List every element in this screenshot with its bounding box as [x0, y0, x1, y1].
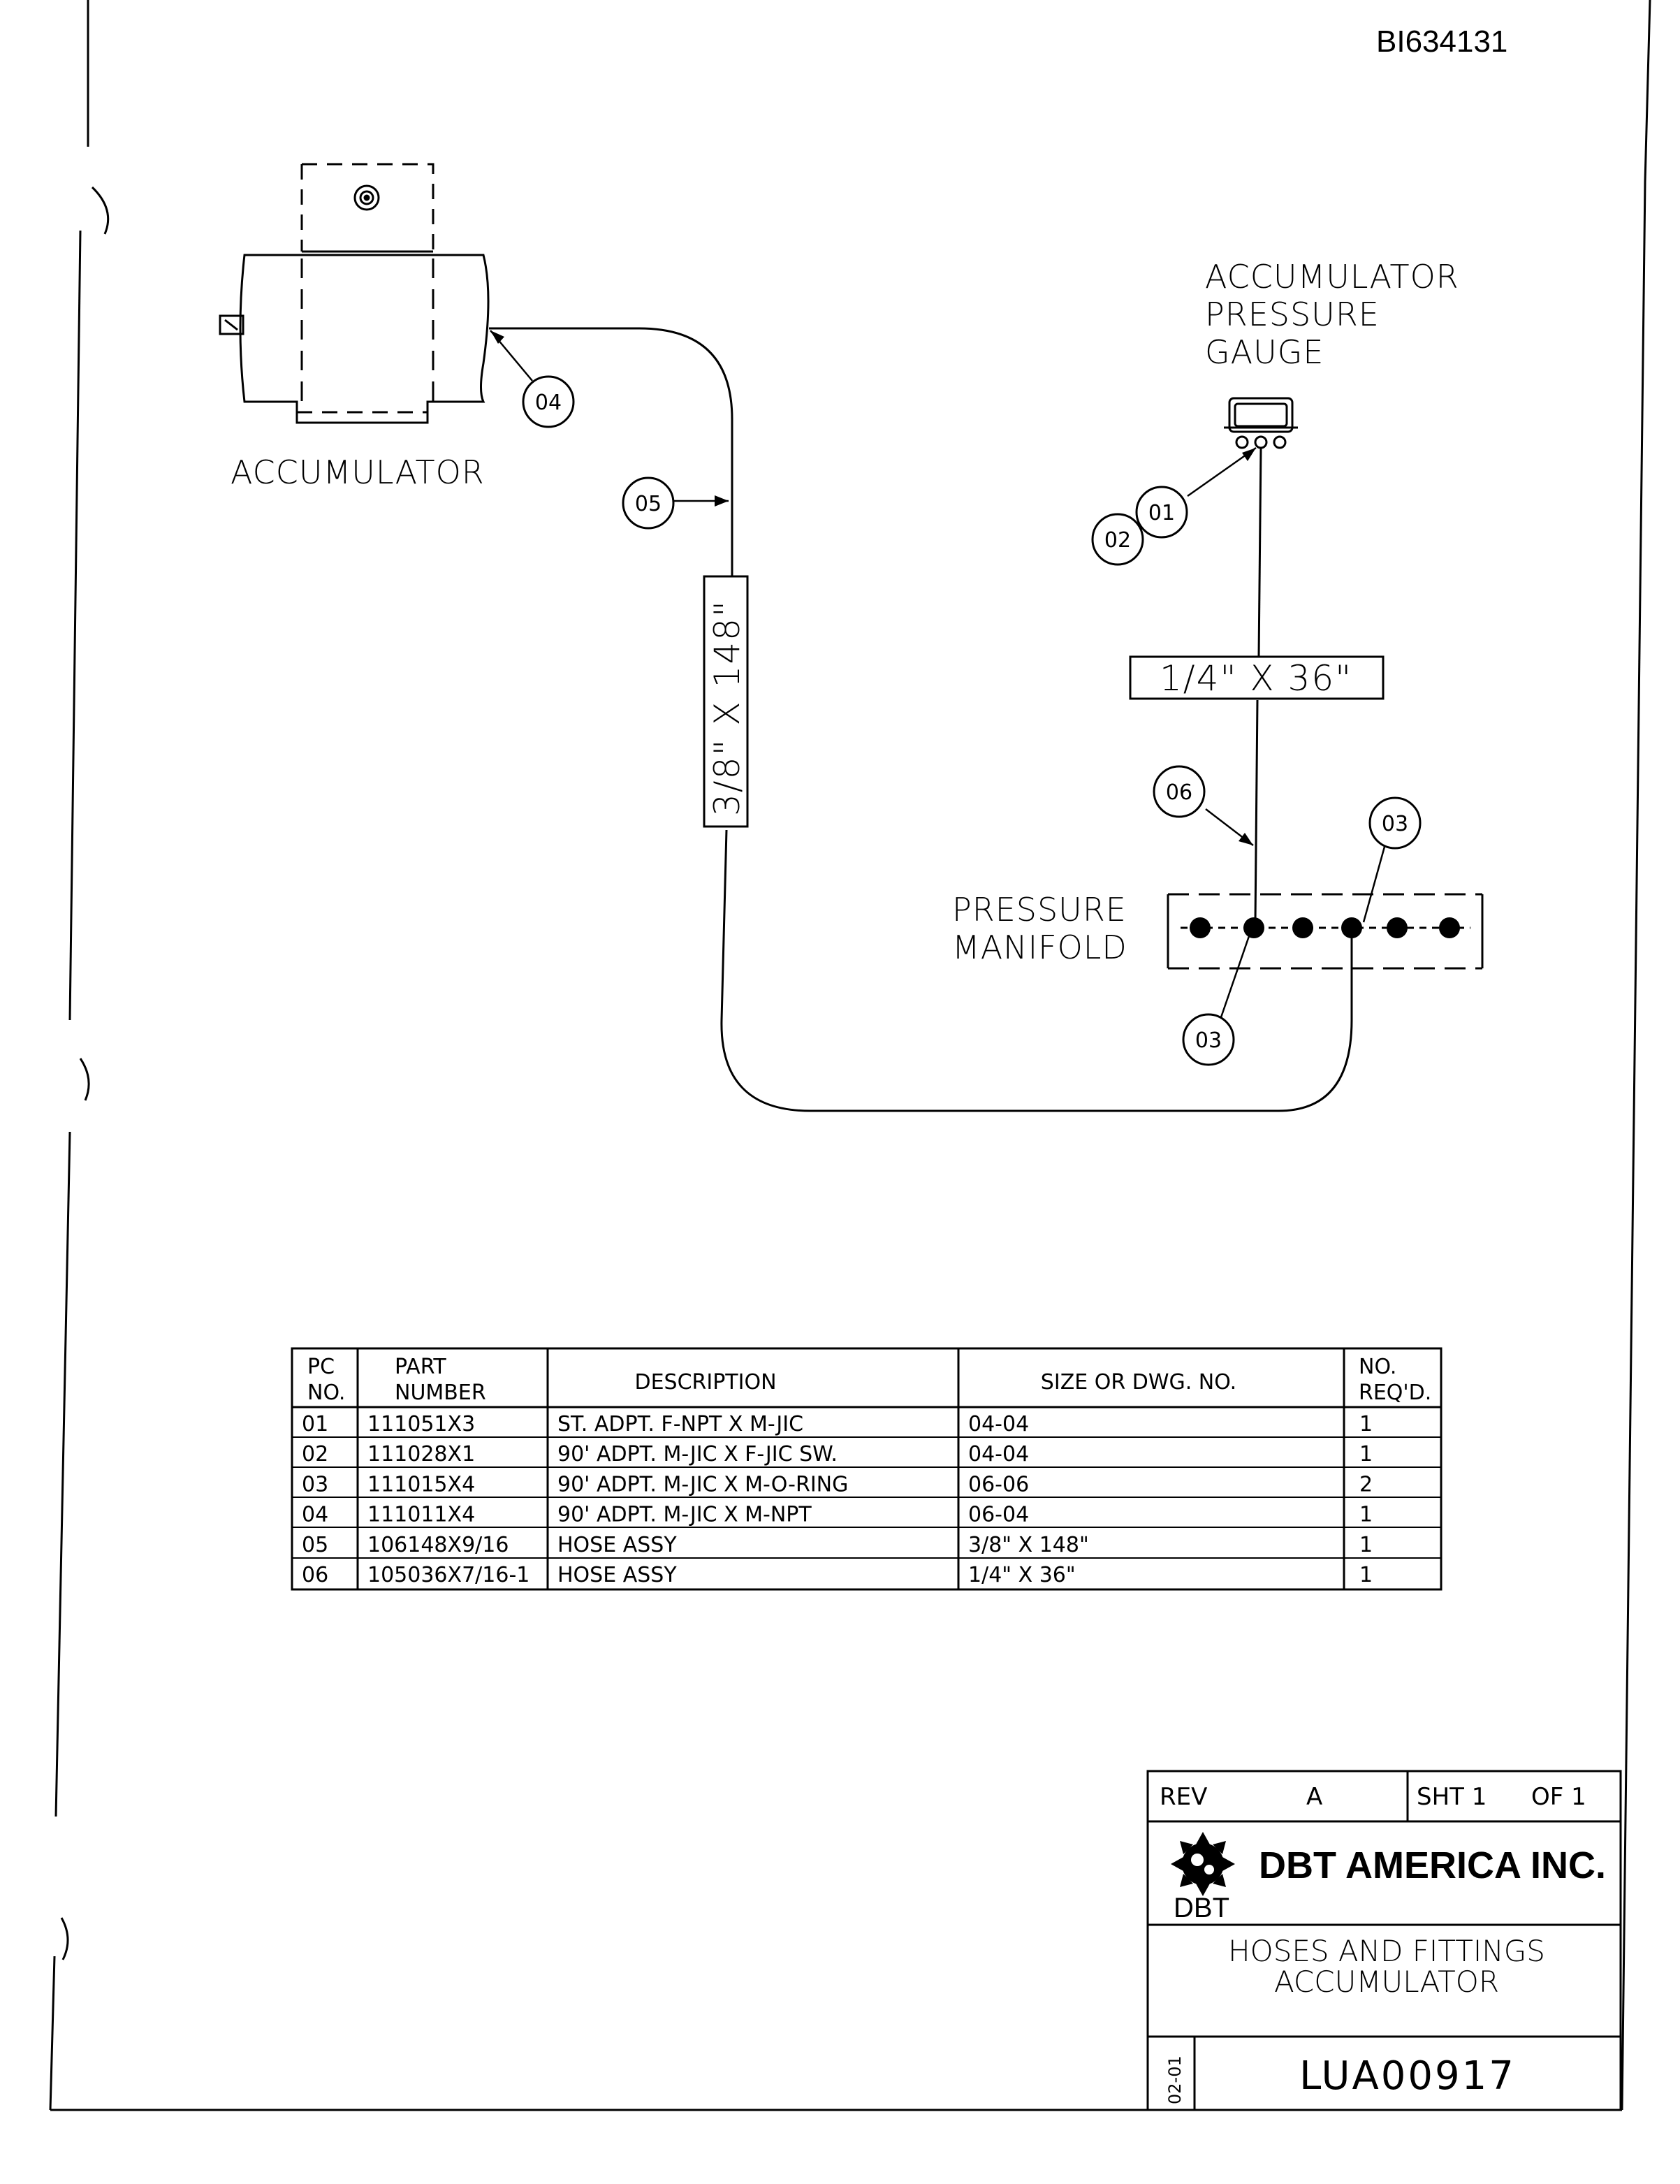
- table-row: 01 111051X3 ST. ADPT. F-NPT X M-JIC 04-04 1: [302, 1412, 1373, 1436]
- logo-text: DBT: [1174, 1893, 1229, 1923]
- company-name: DBT AMERICA INC.: [1259, 1844, 1606, 1886]
- header-part: PART: [395, 1355, 446, 1379]
- cell-description: ST. ADPT. F-NPT X M-JIC: [557, 1412, 803, 1436]
- header-pc: PC: [307, 1355, 335, 1379]
- cell-pc: 01: [302, 1412, 328, 1436]
- main-hose-size-tag: 3/8" X 148": [703, 575, 749, 828]
- rev-value: A: [1306, 1783, 1322, 1811]
- svg-text:03: 03: [1195, 1028, 1222, 1053]
- cell-part: 106148X9/16: [367, 1533, 509, 1557]
- table-row: 04 111011X4 90' ADPT. M-JIC X M-NPT 06-04 1: [302, 1503, 1373, 1527]
- cell-pc: 03: [302, 1472, 328, 1497]
- title-line-2: ACCUMULATOR: [1274, 1965, 1499, 1999]
- cell-description: 90' ADPT. M-JIC X M-O-RING: [557, 1472, 848, 1497]
- cell-description: HOSE ASSY: [557, 1533, 677, 1557]
- header-description: DESCRIPTION: [634, 1370, 776, 1395]
- cell-qty: 1: [1359, 1533, 1373, 1557]
- cell-part: 105036X7/16-1: [367, 1563, 529, 1587]
- svg-text:03: 03: [1382, 812, 1408, 836]
- title-line-1: HOSES AND FITTINGS: [1228, 1934, 1545, 1968]
- title-block: REV A SHT 1 OF 1 DBT DBT AMERICA INC. HO…: [1146, 1770, 1622, 2111]
- accumulator-label: ACCUMULATOR: [231, 453, 485, 491]
- cell-qty: 2: [1359, 1472, 1373, 1497]
- cell-qty: 1: [1359, 1442, 1373, 1466]
- dbt-logo-icon: [1171, 1832, 1235, 1896]
- cell-size: 04-04: [968, 1442, 1029, 1466]
- parts-table: PC NO. PART NUMBER DESCRIPTION SIZE OR D…: [291, 1347, 1442, 1591]
- rev-label: REV: [1160, 1783, 1207, 1811]
- gauge-label-line-3: GAUGE: [1205, 333, 1324, 371]
- cell-pc: 04: [302, 1503, 328, 1527]
- cell-size: 06-04: [968, 1503, 1029, 1527]
- header-no: NO.: [1359, 1355, 1396, 1379]
- leader-arrowheads: [490, 330, 1256, 845]
- header-part-number: NUMBER: [395, 1381, 486, 1405]
- gauge-hose-size-text: 1/4" X 36": [1160, 658, 1352, 699]
- cell-qty: 1: [1359, 1563, 1373, 1587]
- cell-part: 111015X4: [367, 1472, 475, 1497]
- accumulator-symbol: [219, 163, 490, 424]
- header-reqd: REQ'D.: [1359, 1381, 1431, 1405]
- cell-size: 04-04: [968, 1412, 1029, 1436]
- balloon-06: 06: [1153, 765, 1206, 818]
- gauge-label-line-2: PRESSURE: [1205, 296, 1380, 333]
- table-row: 02 111028X1 90' ADPT. M-JIC X F-JIC SW. 04-…: [302, 1442, 1373, 1466]
- svg-text:06: 06: [1166, 780, 1192, 805]
- cell-pc: 05: [302, 1533, 328, 1557]
- pressure-gauge-symbol: [1224, 397, 1298, 449]
- cell-pc: 06: [302, 1563, 328, 1587]
- svg-text:04: 04: [535, 391, 562, 415]
- cell-description: 90' ADPT. M-JIC X F-JIC SW.: [557, 1442, 838, 1466]
- cell-description: 90' ADPT. M-JIC X M-NPT: [557, 1503, 812, 1527]
- cell-size: 3/8" X 148": [968, 1533, 1089, 1557]
- balloon-05: 05: [622, 476, 675, 530]
- header-pc-no: NO.: [307, 1381, 345, 1405]
- gauge-label-line-1: ACCUMULATOR: [1205, 258, 1459, 296]
- manifold-ports: [1190, 917, 1460, 938]
- cell-qty: 1: [1359, 1412, 1373, 1436]
- manifold-label-line-2: MANIFOLD: [952, 929, 1127, 966]
- pressure-manifold-symbol: [1167, 893, 1484, 970]
- balloon-01: 01: [1135, 486, 1188, 539]
- balloon-04: 04: [522, 375, 575, 428]
- main-hose-size-text: 3/8" X 148": [707, 599, 747, 816]
- cell-part: 111028X1: [367, 1442, 475, 1466]
- drawing-number: LUA00917: [1299, 2053, 1516, 2099]
- document-id: BI634131: [1376, 24, 1507, 59]
- svg-text:01: 01: [1148, 501, 1175, 525]
- balloon-02: 02: [1091, 513, 1144, 566]
- sheet-label: SHT 1: [1417, 1783, 1487, 1811]
- balloon-03-lower: 03: [1182, 1013, 1235, 1066]
- drawing-date: 02-01: [1165, 2055, 1185, 2104]
- cell-size: 1/4" X 36": [968, 1563, 1076, 1587]
- sheet-border: [49, 0, 1651, 2111]
- cell-part: 111051X3: [367, 1412, 475, 1436]
- svg-text:05: 05: [635, 492, 662, 516]
- header-size: SIZE OR DWG. NO.: [1041, 1370, 1236, 1395]
- hose-lines: [489, 327, 1353, 1112]
- gauge-hose-size-tag: 1/4" X 36": [1129, 655, 1385, 700]
- cell-size: 06-06: [968, 1472, 1029, 1497]
- binding-hole-marks: [60, 186, 110, 1960]
- balloon-03-upper: 03: [1368, 796, 1422, 850]
- table-row: 03 111015X4 90' ADPT. M-JIC X M-O-RING 06-0…: [302, 1472, 1373, 1497]
- table-row: 05 106148X9/16 HOSE ASSY 3/8" X 148" 1: [302, 1533, 1373, 1557]
- manifold-label-line-1: PRESSURE: [952, 891, 1127, 929]
- cell-qty: 1: [1359, 1503, 1373, 1527]
- cell-pc: 02: [302, 1442, 328, 1466]
- sheet-of: OF 1: [1531, 1783, 1586, 1811]
- cell-description: HOSE ASSY: [557, 1563, 677, 1587]
- svg-text:02: 02: [1104, 528, 1131, 553]
- cell-part: 111011X4: [367, 1503, 475, 1527]
- table-row: 06 105036X7/16-1 HOSE ASSY 1/4" X 36" 1: [302, 1563, 1373, 1587]
